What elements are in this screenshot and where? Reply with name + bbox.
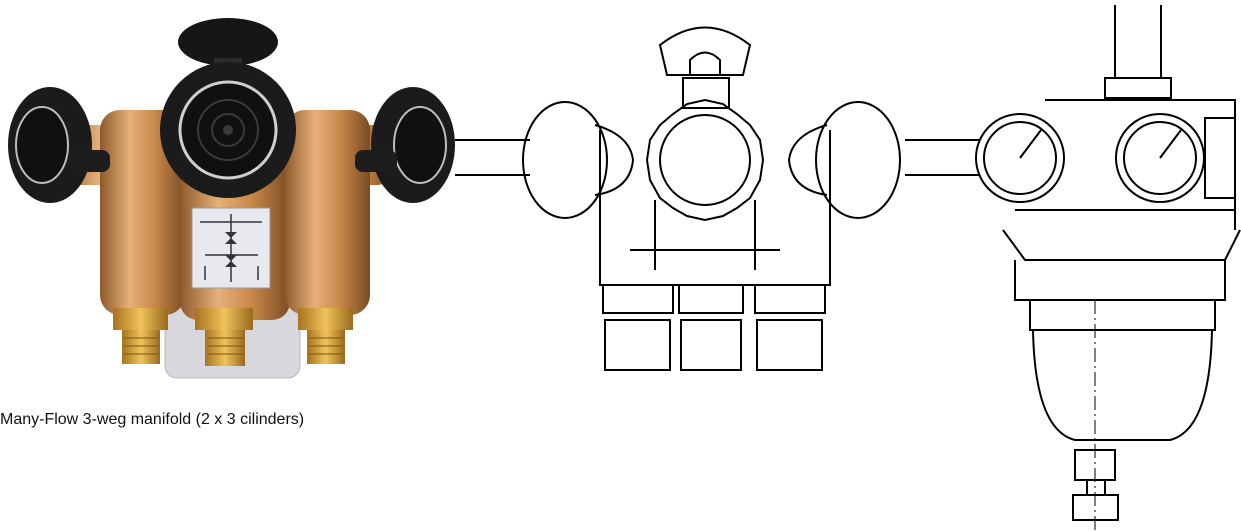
left-thread (122, 330, 160, 364)
top-handle (178, 18, 278, 66)
center-knob-outline (645, 98, 765, 222)
right-fitting-outline (754, 284, 826, 314)
left-cylinder-body (100, 110, 185, 315)
top-handle-outline (658, 26, 752, 76)
right-knob-outline (815, 101, 901, 219)
left-knob-outline (522, 101, 608, 219)
center-fitting-outline (678, 284, 744, 314)
manifold-body (599, 130, 831, 286)
manifold-line-drawing (455, 5, 1241, 531)
left-fitting (113, 308, 168, 330)
right-thread (307, 330, 345, 364)
vertical-pipe (1114, 5, 1162, 78)
right-cylinder-body (285, 110, 370, 315)
manifold-photo (8, 18, 455, 379)
horizontal-pipe (455, 139, 980, 176)
left-fitting-outline (602, 284, 674, 314)
center-fitting (195, 308, 253, 330)
right-fitting (298, 308, 353, 330)
filter-housing (1002, 99, 1241, 331)
left-pressure-gauge (975, 113, 1065, 203)
center-thread (205, 330, 245, 366)
manifold-caption: Many-Flow 3-weg manifold (2 x 3 cilinder… (0, 411, 305, 428)
